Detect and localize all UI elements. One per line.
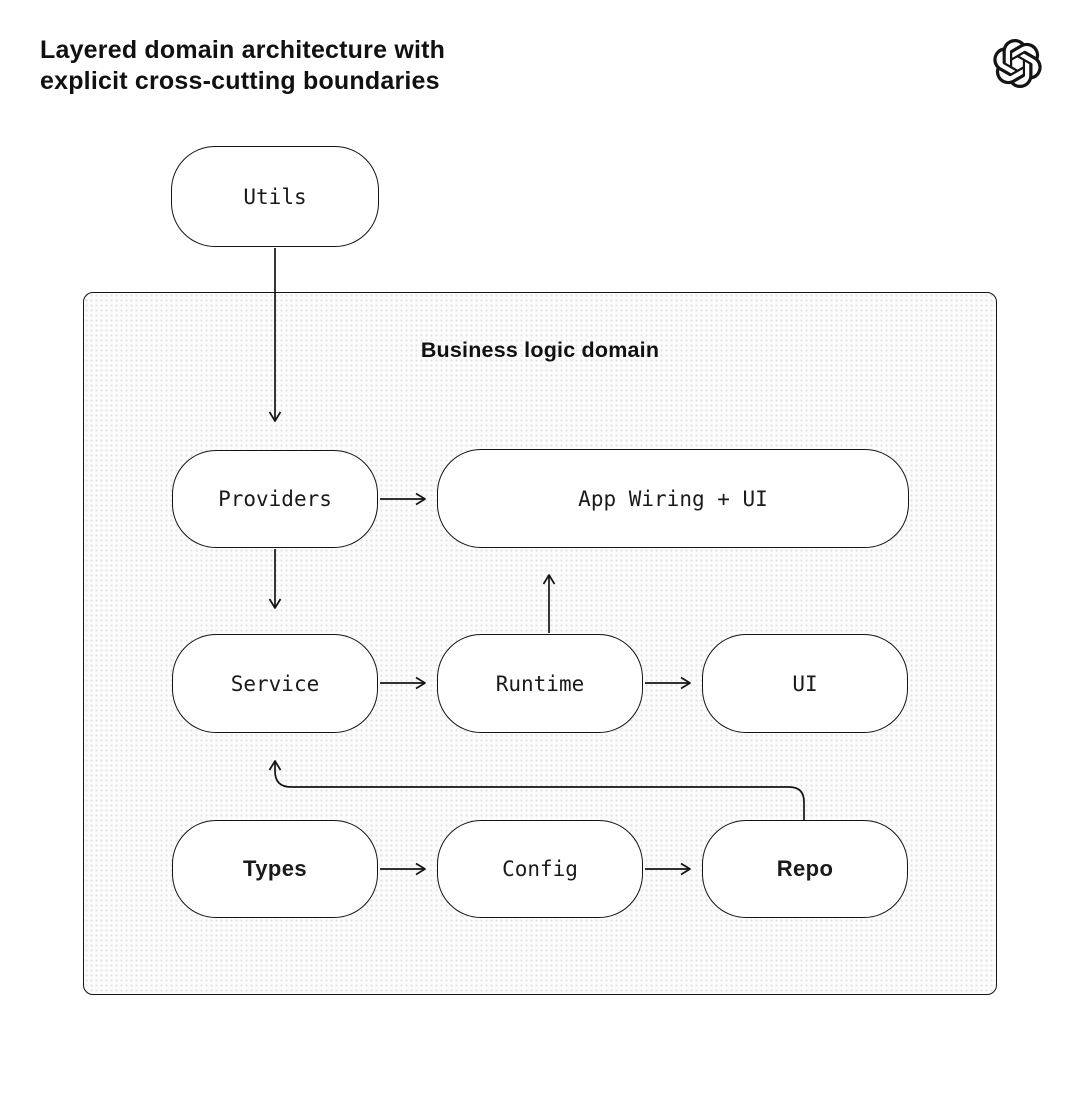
openai-logo-icon (993, 39, 1042, 88)
node-config: Config (437, 820, 643, 918)
node-runtime: Runtime (437, 634, 643, 733)
node-app-wiring-ui-label: App Wiring + UI (578, 486, 768, 511)
node-utils: Utils (171, 146, 379, 247)
page-title: Layered domain architecture with explici… (40, 35, 445, 97)
node-providers: Providers (172, 450, 378, 548)
node-utils-label: Utils (243, 184, 307, 209)
node-service-label: Service (230, 671, 320, 696)
page-title-line-2: explicit cross-cutting boundaries (40, 67, 440, 95)
node-ui: UI (702, 634, 908, 733)
node-types: Types (172, 820, 378, 918)
node-config-label: Config (502, 857, 578, 881)
node-service: Service (172, 634, 378, 733)
node-runtime-label: Runtime (495, 671, 585, 696)
page-title-line-1: Layered domain architecture with (40, 36, 446, 64)
business-logic-domain-label: Business logic domain (420, 338, 660, 362)
node-ui-label: UI (792, 671, 818, 696)
node-providers-label: Providers (218, 487, 332, 511)
node-app-wiring-ui: App Wiring + UI (437, 449, 909, 548)
node-types-label: Types (243, 856, 307, 881)
node-repo: Repo (702, 820, 908, 918)
node-repo-label: Repo (776, 856, 834, 881)
